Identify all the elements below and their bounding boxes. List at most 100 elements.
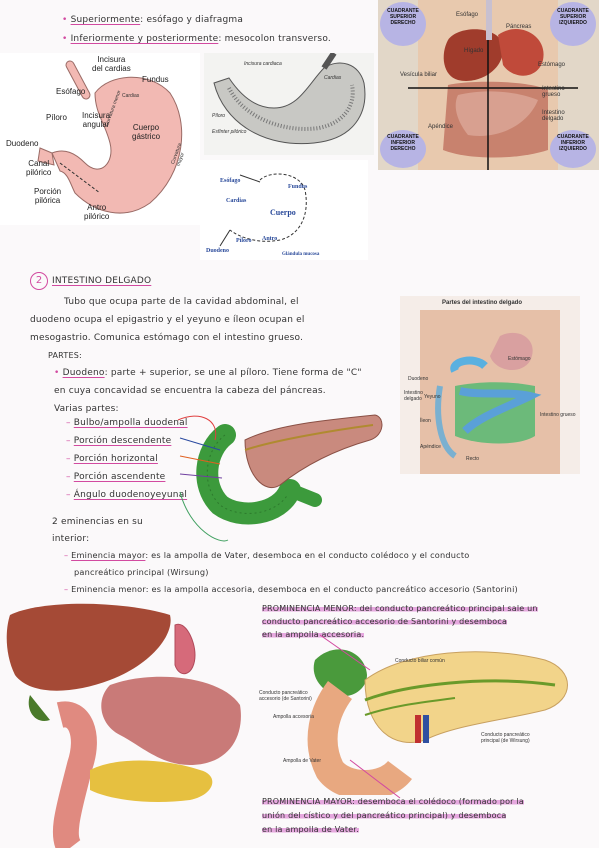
label-q-pancreas: Páncreas (506, 24, 532, 30)
note-superior-text: : esófago y diafragma (140, 15, 244, 25)
duct-santorini: Conducto pancreático accesorio (de Santo… (259, 690, 312, 702)
part-1: – Bulbo/ampolla duodenal (66, 418, 188, 428)
int-ileon: Íleon (420, 418, 431, 424)
pancreas-ducts-figure: Conducto biliar común Conducto pancreáti… (255, 630, 599, 795)
label-fundus: Fundus (142, 75, 169, 84)
intro-line-2: duodeno ocupa el epigastrio y el yeyuno … (30, 315, 305, 325)
quadrant-inferior-izquierdo: CUADRANTE INFERIOR IZQUIERDO (550, 130, 596, 168)
prom-menor-3: en la ampolla accesoria. (262, 630, 365, 639)
eminencia-mayor-label: Eminencia mayor (71, 550, 146, 560)
prom-menor-block: PROMINENCIA MENOR: del conducto pancreát… (262, 602, 538, 641)
label-incisura-cardiaca: Incisura cardiaca (244, 61, 282, 67)
intestine-figure: Partes del intestino delgado Estómago Du… (400, 296, 580, 474)
schema-cardias: Cardias (226, 198, 247, 204)
duodeno-line-2: en cuya concavidad se encuentra la cabez… (54, 386, 326, 396)
eminencias-line-2: interior: (52, 534, 90, 544)
quadrant-superior-izquierdo: CUADRANTE SUPERIOR IZQUIERDO (550, 2, 596, 46)
section-title: INTESTINO DELGADO (52, 276, 152, 286)
note-inferior-text: : mesocolon transverso. (218, 34, 331, 44)
duodenum-pancreas-figure (185, 405, 395, 525)
duodeno-line-1: • Duodeno: parte + superior, se une al p… (54, 368, 362, 378)
liver-drawing (6, 603, 241, 848)
connector-lines (177, 415, 229, 542)
note-inferior-label: Inferiormente y posteriormente (70, 34, 219, 44)
label-section-piloro: Píloro (212, 113, 226, 119)
part-2: – Porción descendente (66, 436, 172, 446)
stomach-schema-figure: Esófago Cardias Fundus Cuerpo Píloro Ant… (200, 160, 368, 260)
stomach-section-figure: Incisura cardiaca Cardias Píloro Esfínte… (204, 53, 374, 155)
duodenum-drawing (196, 414, 383, 525)
quadrant-inferior-derecho: CUADRANTE INFERIOR DERECHO (380, 130, 426, 168)
part-1-label: Bulbo/ampolla duodenal (73, 418, 188, 428)
duct-coledoco: Conducto biliar común (395, 658, 445, 664)
partes-label: PARTES: (48, 351, 82, 360)
liver-pancreas-figure (0, 595, 250, 848)
label-piloro: Píloro (46, 113, 67, 122)
label-section-esfinter: Esfínter pilórico (212, 129, 247, 135)
stomach-diagram: Incisura del cardias Fundus Esófago Card… (0, 53, 200, 225)
int-delgado: Intestino delgado (404, 390, 423, 402)
part-4: – Porción ascendente (66, 472, 166, 482)
eminencia-menor-text: : es la ampolla accesoria, desemboca en … (145, 584, 518, 594)
prom-mayor-2: unión del cístico y del pancreático prin… (262, 811, 507, 820)
intestine-title: Partes del intestino delgado (442, 300, 523, 306)
prom-menor-1: PROMINENCIA MENOR: del conducto pancreát… (262, 604, 538, 613)
prom-menor-2: conducto pancreático accesorio de Santor… (262, 617, 508, 626)
label-antro: Antro pilórico (84, 203, 110, 221)
prom-mayor-block: PROMINENCIA MAYOR: desemboca el colédoco… (262, 795, 524, 837)
part-5: – Ángulo duodenoyeyunal (66, 490, 188, 500)
note-superior: • Superiormente: esófago y diafragma (62, 15, 244, 25)
label-canal: Canal pilórico (26, 159, 52, 177)
prom-mayor-3: en la ampolla de Vater. (262, 825, 359, 834)
eminencia-menor-line: – Eminencia menor: es la ampolla accesor… (64, 584, 518, 594)
part-5-label: Ángulo duodenoyeyunal (73, 490, 188, 500)
duct-wirsung: Conducto pancreático principal (de Wirsu… (481, 732, 530, 744)
note-inferior: • Inferiormente y posteriormente: mesoco… (62, 34, 331, 44)
label-porcion: Porción pilórica (34, 187, 62, 205)
pink-pointers (319, 634, 401, 799)
eminencia-mayor-line-2: pancreático principal (Wirsung) (74, 567, 209, 577)
intro-line-3: mesogastrio. Comunica estómago con el in… (30, 333, 304, 343)
part-4-label: Porción ascendente (73, 472, 166, 482)
label-q-vesicula: Vesícula biliar (400, 72, 438, 78)
schema-duodeno: Duodeno (206, 248, 230, 254)
eminencia-mayor-line: – Eminencia mayor: es la ampolla de Vate… (64, 550, 470, 560)
label-esofago: Esófago (56, 87, 86, 96)
label-q-estomago: Estómago (538, 62, 566, 68)
label-q-apendice: Apéndice (428, 124, 454, 130)
schema-piloro: Píloro (236, 238, 252, 244)
duct-vater: Ampolla de Vater (283, 758, 321, 764)
part-2-label: Porción descendente (73, 436, 172, 446)
abdomen-quadrants-figure: CUADRANTE SUPERIOR DERECHO CUADRANTE SUP… (378, 0, 599, 170)
stomach-section-drawing (213, 53, 366, 145)
quadrant-superior-derecho: CUADRANTE SUPERIOR DERECHO (380, 2, 426, 46)
prom-mayor-1: PROMINENCIA MAYOR: desemboca el colédoco… (262, 797, 524, 806)
duodeno-text-1: : parte + superior, se une al píloro. Ti… (104, 368, 362, 378)
schema-glandulas: Glándula mucosa (282, 252, 320, 257)
eminencia-mayor-text: : es la ampolla de Vater, desemboca en e… (145, 550, 470, 560)
label-q-intestino-delgado: Intestino delgado (542, 110, 565, 122)
abdomen-drawing (408, 0, 578, 170)
schema-cuerpo: Cuerpo (270, 208, 296, 217)
eminencias-line-1: 2 eminencias en su (52, 517, 143, 527)
label-cardias: Cardias (122, 93, 140, 99)
label-q-intestino-grueso: Intestino grueso (542, 86, 565, 98)
int-duodeno: Duodeno (408, 376, 429, 382)
schema-antro: Antro (262, 236, 278, 242)
label-incisura-cardias: Incisura del cardias (92, 55, 131, 73)
duct-ampolla-accesoria: Ampolla accesoria (273, 714, 314, 720)
int-apendice: Apéndice (420, 444, 441, 450)
schema-esofago: Esófago (220, 178, 241, 184)
intestine-drawing (420, 310, 560, 474)
int-estomago: Estómago (508, 356, 531, 362)
schema-fundus: Fundus (288, 184, 308, 190)
varias-partes: Varias partes: (54, 404, 119, 414)
label-cuerpo: Cuerpo gástrico (132, 123, 161, 141)
label-duodeno: Duodeno (6, 139, 39, 148)
duodeno-label: Duodeno (62, 368, 105, 378)
stomach-drawing (37, 60, 183, 214)
note-superior-label: Superiormente (70, 15, 141, 25)
eminencia-menor-label: Eminencia menor (71, 584, 146, 594)
section-number: 2 (30, 272, 48, 290)
label-incisura-angular: Incisura angular (82, 111, 111, 129)
